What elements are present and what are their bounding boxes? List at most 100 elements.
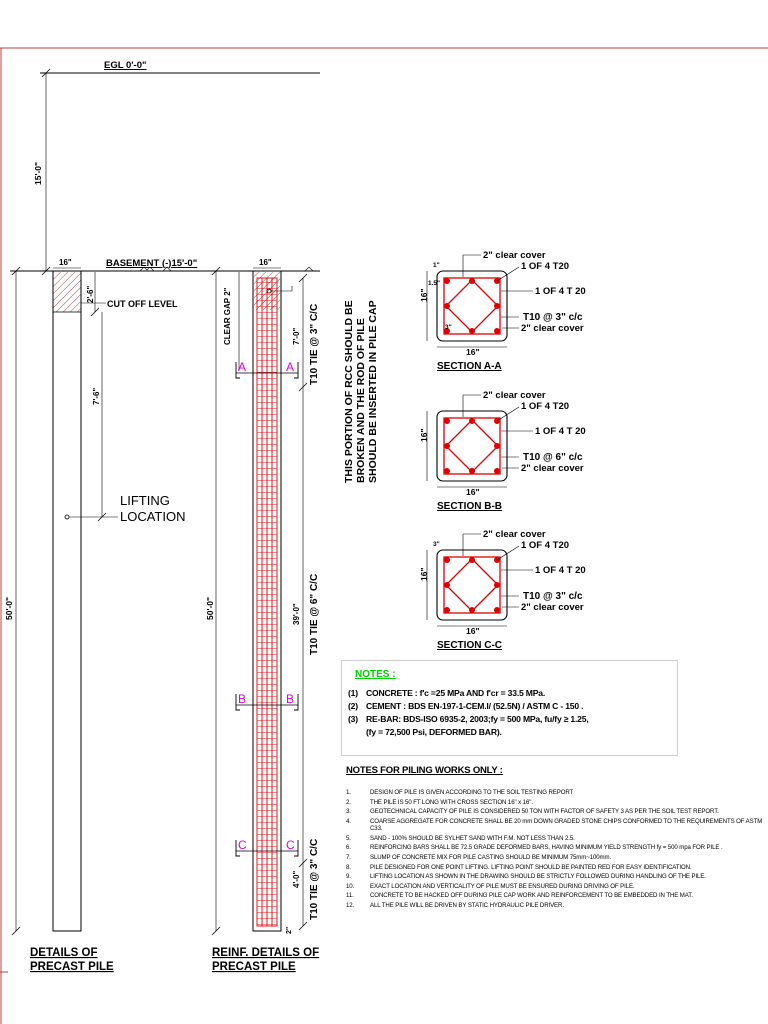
rebar-dot xyxy=(494,468,500,474)
pile-body xyxy=(52,270,82,932)
rebar-dot xyxy=(494,443,500,449)
piling-note-number: 11. xyxy=(346,892,354,900)
section-title: SECTION C-C xyxy=(437,640,502,651)
note-number: (1) xyxy=(348,688,358,698)
piling-note-text: GEOTECHNICAL CAPACITY OF PILE IS CONSIDE… xyxy=(370,808,719,816)
piling-note-text: DESIGN OF PILE IS GIVEN ACCORDING TO THE… xyxy=(370,789,574,796)
section-title: SECTION A-A xyxy=(437,361,502,372)
section-outline xyxy=(436,410,508,482)
section-outline xyxy=(436,270,508,342)
tie-outer xyxy=(443,417,501,475)
section-width-label: 16" xyxy=(466,626,480,636)
bot-zone-tie: T10 TIE @ 3" C/C xyxy=(309,839,320,920)
piling-note-number: 10. xyxy=(346,882,355,890)
precast-title-2: PRECAST PILE xyxy=(30,961,114,973)
lifting-point xyxy=(64,514,70,520)
cover-bottom-label: 2" clear cover xyxy=(521,463,584,474)
piling-notes-list: 1. DESIGN OF PILE IS GIVEN ACCORDING TO T… xyxy=(346,789,766,912)
note-number: (2) xyxy=(348,701,358,711)
piling-note-number: 8. xyxy=(346,863,351,871)
tie-label: T10 @ 3" c/c xyxy=(523,312,583,323)
reinf-title-2: PRECAST PILE xyxy=(212,961,296,973)
note-text: (fy = 72,500 Psi, DEFORMED BAR). xyxy=(366,727,502,737)
bot-zone-dim: 4'-0" xyxy=(292,871,301,888)
notes-item: (fy = 72,500 Psi, DEFORMED BAR). xyxy=(348,726,589,739)
pile-cap-note-3: SHOULD BE INSERTED IN PILE CAP xyxy=(367,300,379,483)
section-dim-3: 3" xyxy=(445,324,452,331)
pile-cap-note-1: THIS PORTION OF RCC SHOULD BE xyxy=(343,300,355,483)
piling-note-text: LIFTING LOCATION AS SHOWN IN THE DRAWING… xyxy=(370,873,706,881)
rebar-dot xyxy=(469,278,475,284)
note-number: (3) xyxy=(348,714,358,724)
section-width-label: 16" xyxy=(466,487,480,497)
piling-note-text: REINFORCING BARS SHALL BE 72.5 GRADE DEF… xyxy=(370,844,723,852)
rebar-dot xyxy=(444,468,450,474)
piling-note-item: 5. SAND - 100% SHOULD BE SYLHET SAND WITH… xyxy=(346,835,766,842)
basement-level: BASEMENT (-)15'-0" xyxy=(10,258,320,272)
section-dim-2: 1.5" xyxy=(428,280,440,287)
cover-bottom-label: 2" clear cover xyxy=(521,323,584,334)
piling-note-text: THE PILE IS 50 FT LONG WITH CROSS SECTIO… xyxy=(370,798,533,806)
reinforced-pile: 16" CLEAR GAP 2" 50'-0" 7'-0" T10 TIE @ … xyxy=(205,258,379,973)
piling-note-number: 7. xyxy=(346,853,351,861)
top-zone-tie: T10 TIE @ 3" C/C xyxy=(309,304,320,385)
piling-note-item: 4. COARSE AGGREGATE FOR CONCRETE SHALL BE… xyxy=(346,818,766,833)
rebar-dot xyxy=(444,557,450,563)
tie-label: T10 @ 6" c/c xyxy=(523,452,583,463)
cutoff-dim-label: 2'-6" xyxy=(86,286,95,303)
clear-gap-label: CLEAR GAP 2" xyxy=(223,287,232,345)
piling-note-item: 12.ALL THE PILE WILL BE DRIVEN BY STATIC… xyxy=(346,902,766,909)
depth-dimension: 15'-0" xyxy=(33,68,51,276)
cover-top-label: 2" clear cover xyxy=(483,250,546,261)
lifting-dim-label: 7'-6" xyxy=(92,388,101,405)
piling-note-text: COARSE AGGREGATE FOR CONCRETE SHALL BE 2… xyxy=(370,817,763,833)
note-text: RE-BAR: BDS-ISO 6935-2, 2003;fy = 500 MP… xyxy=(366,714,589,724)
cover-bottom-label: 2" clear cover xyxy=(521,602,584,613)
reinf-title-1: REINF. DETAILS OF xyxy=(212,947,319,959)
section-height-label: 16" xyxy=(419,289,429,303)
piling-note-item: 1. DESIGN OF PILE IS GIVEN ACCORDING TO T… xyxy=(346,789,766,796)
piling-note-number: 4. xyxy=(346,817,351,825)
piling-note-text: SAND - 100% SHOULD BE SYLHET SAND WITH F… xyxy=(370,834,575,842)
egl-label: EGL 0'-0" xyxy=(104,60,147,71)
cover-top-label: 2" clear cover xyxy=(483,529,546,540)
bottom-gap-label: 2" xyxy=(286,927,293,934)
bar-label-2: 1 OF 4 T 20 xyxy=(535,426,586,437)
bar-label-1: 1 OF 4 T20 xyxy=(521,261,569,272)
section-marker-b-left: B xyxy=(238,692,246,706)
piling-note-number: 2. xyxy=(346,798,351,806)
pile-cutoff-hatch xyxy=(53,272,81,312)
piling-note-item: 8.PILE DESIGNED FOR ONE POINT LIFTING. L… xyxy=(346,864,766,871)
reinf-length-label: 50'-0" xyxy=(205,597,215,620)
tie-diamond xyxy=(445,558,499,612)
bar-label-2: 1 OF 4 T 20 xyxy=(535,565,586,576)
piling-note-number: 5. xyxy=(346,834,351,842)
rebar-dot xyxy=(469,418,475,424)
notes-item: (2)CEMENT : BDS EN-197-1-CEM.I/ (52.5N) … xyxy=(348,700,589,713)
section-height-label: 16" xyxy=(419,429,429,443)
mid-zone-dim: 39'-0" xyxy=(292,603,301,625)
piling-note-item: 6.REINFORCING BARS SHALL BE 72.5 GRADE D… xyxy=(346,844,766,851)
section-title: SECTION B-B xyxy=(437,501,502,512)
bar-label-1: 1 OF 4 T20 xyxy=(521,540,569,551)
rebar-dot xyxy=(469,468,475,474)
depth-dim-label: 15'-0" xyxy=(33,162,43,185)
piling-note-number: 1. xyxy=(346,789,351,796)
piling-note-item: 2. THE PILE IS 50 FT LONG WITH CROSS SECT… xyxy=(346,799,766,806)
rebar-dot xyxy=(494,582,500,588)
lifting-label-1: LIFTING xyxy=(120,493,170,508)
section-marker-a-right: A xyxy=(286,360,294,374)
piling-note-item: 9.LIFTING LOCATION AS SHOWN IN THE DRAWI… xyxy=(346,873,766,880)
lifting-label-2: LOCATION xyxy=(120,509,186,524)
piling-note-text: EXACT LOCATION AND VERTICALITY OF PILE M… xyxy=(370,882,635,890)
section-marker-b-right: B xyxy=(286,692,294,706)
tie-diamond xyxy=(445,419,499,473)
piling-note-number: 3. xyxy=(346,808,351,816)
rebar-dot xyxy=(469,328,475,334)
rebar-dot xyxy=(444,582,450,588)
piling-note-item: 7.SLUMP OF CONCRETE MIX FOR PILE CASTING… xyxy=(346,854,766,861)
rebar-dot xyxy=(444,278,450,284)
